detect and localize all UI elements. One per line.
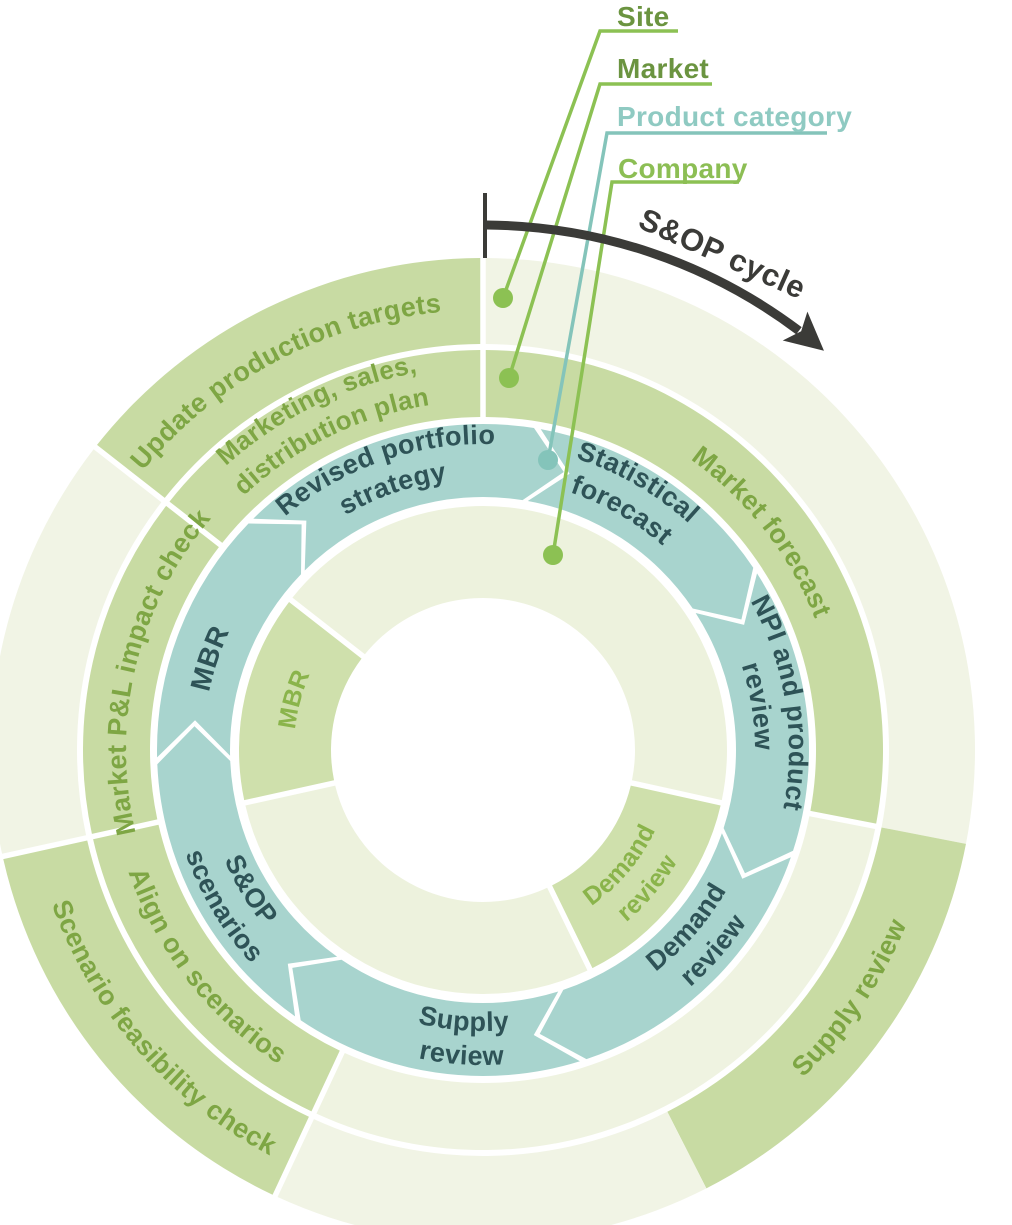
site-segment-supply-review [667, 827, 966, 1189]
company-segment-demand-review [552, 785, 721, 969]
market-segment-align-on-scenarios [93, 824, 340, 1112]
legend-dot-product-category [538, 450, 558, 470]
product-category-segment-statistical-forecast [527, 429, 754, 620]
market-segment-market-forecast [485, 350, 884, 824]
legend-item-product-category: Product category [617, 101, 853, 132]
legend-leader-line-market [507, 82, 712, 379]
legend-item-market: Market [617, 53, 710, 84]
cycle-arrow-arc [486, 220, 802, 335]
market-segment-market-p-l-impact-check [83, 505, 219, 834]
product-category-segment-demand-review [539, 833, 791, 1060]
legend-leader-line-product-category [546, 131, 827, 461]
product-category-segment-supply-review [292, 959, 580, 1076]
cycle-arrowhead-icon [782, 311, 824, 351]
company-segment-blank [245, 785, 588, 995]
legend-dot-site [493, 288, 513, 308]
legend-item-company: Company [618, 153, 748, 184]
market-segment-blank [316, 816, 876, 1151]
legend-dot-company [543, 545, 563, 565]
legend-item-site: Site [617, 1, 670, 32]
product-category-segment-revised-portfolio-strategy [253, 423, 564, 571]
site-segment-blank [485, 258, 975, 844]
company-segment-blank [292, 505, 728, 801]
legend-dot-market [499, 368, 519, 388]
product-category-segment-npi-and-product-review [695, 573, 809, 874]
legend-leader-line-company [551, 180, 739, 556]
company-segment-mbr [238, 601, 362, 801]
product-category-segment-mbr [156, 523, 302, 758]
product-category-segment-s-op-scenarios [157, 726, 338, 1017]
market-segment-marketing-sales-distribution-plan [169, 350, 481, 543]
site-segment-update-production-targets [97, 258, 481, 498]
site-segment-blank [0, 449, 162, 854]
legend-leader-line-site [501, 29, 678, 299]
site-segment-blank [277, 1111, 707, 1225]
site-segment-scenario-feasibility-check [3, 840, 309, 1195]
